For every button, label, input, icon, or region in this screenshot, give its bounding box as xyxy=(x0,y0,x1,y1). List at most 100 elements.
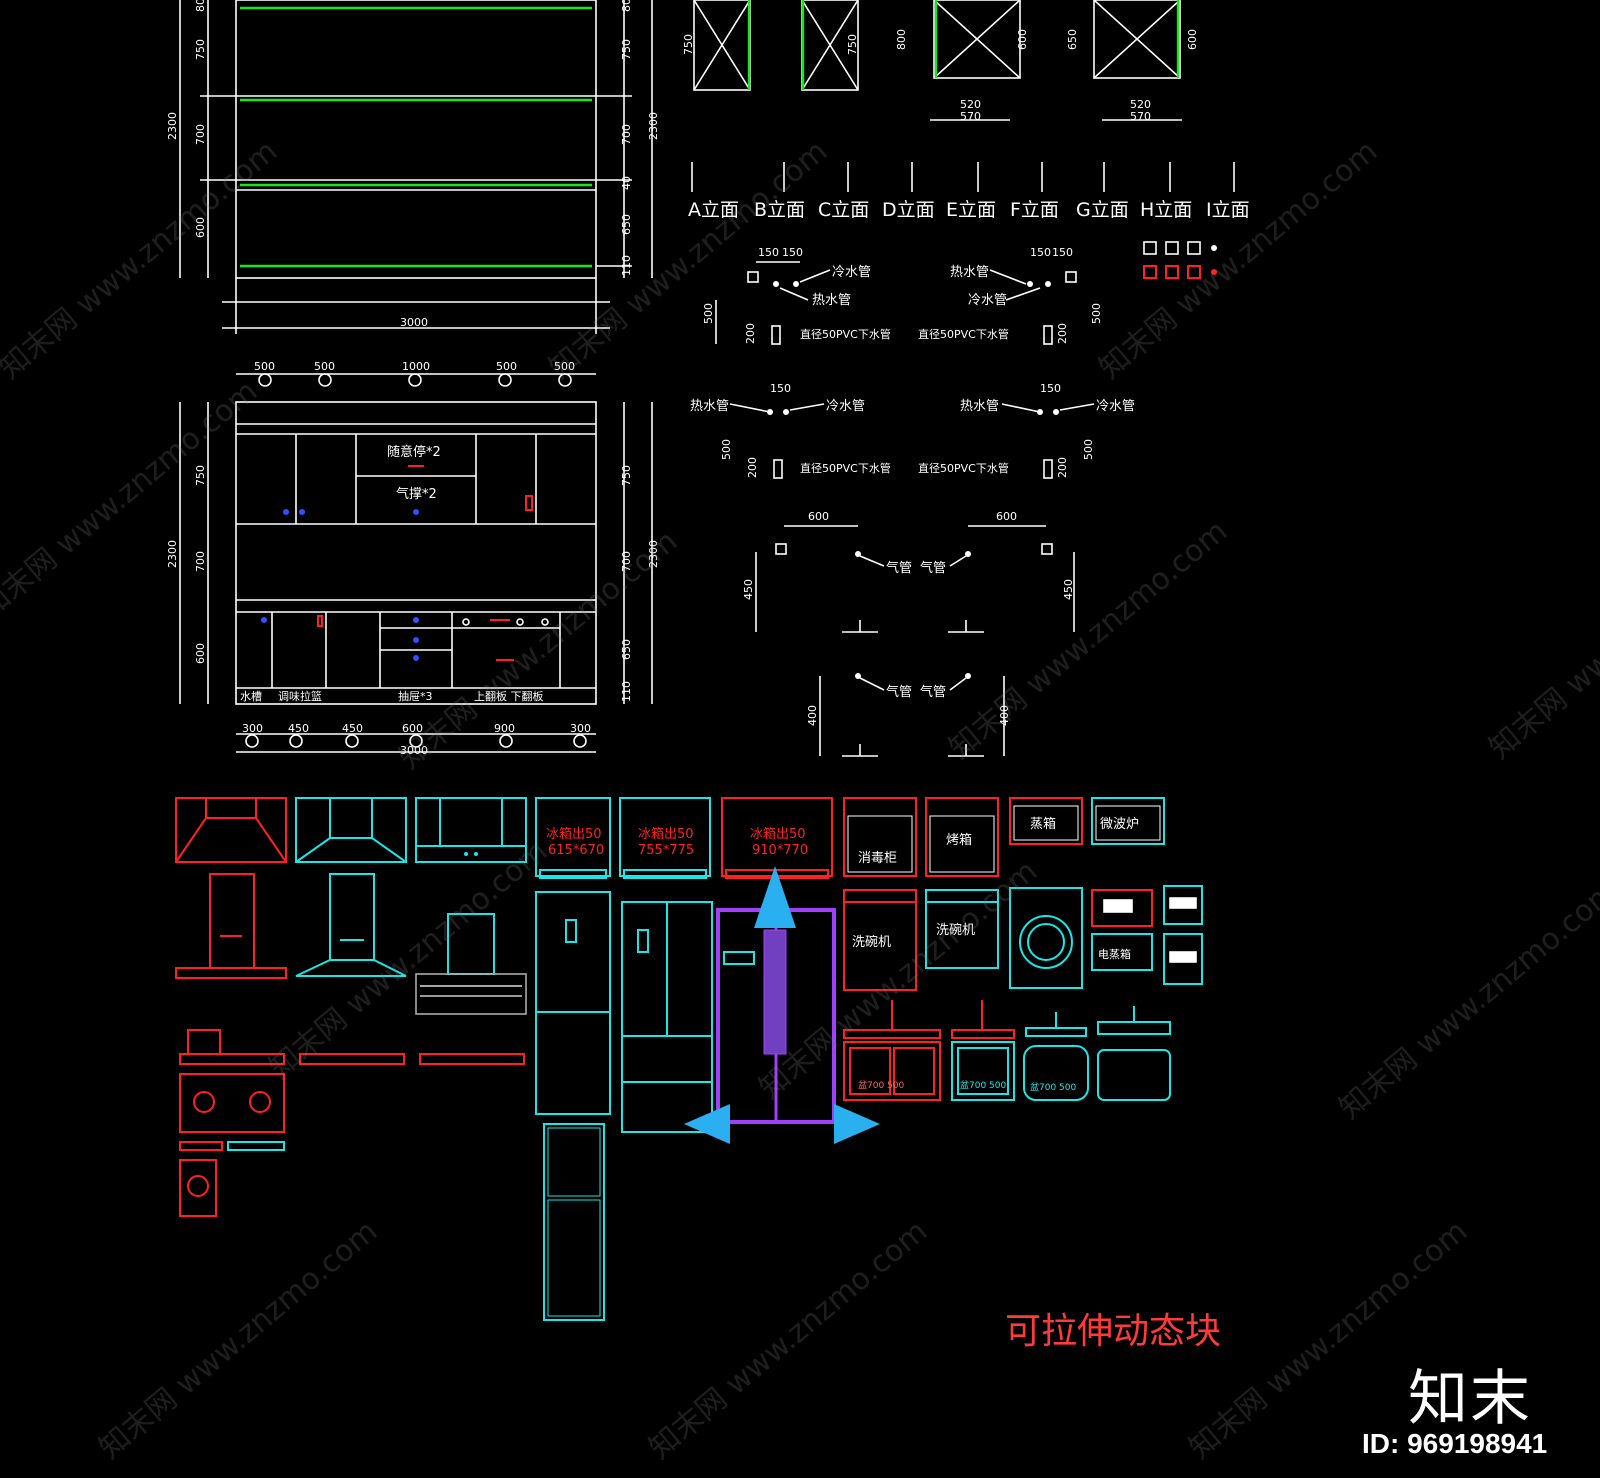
range-hood-plan-cyan xyxy=(295,797,407,863)
sink-size-label-3: 盆700 500 xyxy=(1030,1081,1076,1093)
pipe-dim-150b: 150 xyxy=(782,246,803,259)
washing-machine xyxy=(1009,887,1083,989)
fridge-size-label-2: 755*775 xyxy=(638,843,694,858)
sink-cyan-round: 盆700 500 xyxy=(1023,1012,1089,1101)
stretch-arrow-right-icon[interactable] xyxy=(834,1104,880,1144)
gas-dim-600a: 600 xyxy=(808,510,829,523)
fridge-size-label-1: 615*670 xyxy=(548,843,604,858)
watermark-3: 知末网 www.znzmo.com xyxy=(1093,134,1384,386)
mid-bottom-dim-4: 600 xyxy=(402,722,423,735)
mid-right-dim-2: 700 xyxy=(620,551,633,572)
disinfect-label: 消毒柜 xyxy=(858,851,897,866)
socket-icon xyxy=(1143,241,1157,255)
pipe-dim-150a: 150 xyxy=(758,246,779,259)
stretch-arrow-up-icon[interactable] xyxy=(754,866,796,928)
pipe-drain-3: 直径50PVC下水管 xyxy=(800,461,891,475)
pipe-dim-500b: 500 xyxy=(1090,303,1103,324)
pipe-hot-4: 热水管 xyxy=(960,399,999,414)
elevation-label-h: H立面 xyxy=(1140,199,1192,221)
watermark-9: 知末网 www.znzmo.com xyxy=(753,854,1044,1106)
elevation-label-g: G立面 xyxy=(1076,199,1129,221)
watermark-7: 知末网 www.znzmo.com xyxy=(1483,514,1600,766)
mid-right-dim-4: 110 xyxy=(620,681,633,702)
sink-cyan-basin xyxy=(1097,1006,1171,1101)
watermark-6: 知末网 www.znzmo.com xyxy=(943,514,1234,766)
refrigerator-french xyxy=(621,901,713,1133)
small-dim-4: 600 xyxy=(1016,29,1029,50)
mid-top-dim-1: 500 xyxy=(254,360,275,373)
sink-red-double: 盆700 500 xyxy=(843,1000,941,1101)
mid-label-flap: 上翻板 下翻板 xyxy=(474,689,544,703)
mid-label-gas-strut: 气撑*2 xyxy=(396,486,437,502)
stretch-arrow-left-icon[interactable] xyxy=(684,1104,730,1144)
top-total-height-left: 2300 xyxy=(166,112,179,140)
dishwasher-label-2: 洗碗机 xyxy=(936,922,975,938)
gas-label-2: 气管 xyxy=(920,560,946,576)
fridge-out-label-3: 冰箱出50 xyxy=(750,826,806,842)
socket-red-icon xyxy=(1143,265,1157,279)
steamer2-label: 电蒸箱 xyxy=(1098,947,1131,961)
steamer: 蒸箱 xyxy=(1009,797,1083,845)
mid-bottom-dim-6: 300 xyxy=(570,722,591,735)
mid-total-width: 3000 xyxy=(400,744,428,757)
mid-left-dim-3: 600 xyxy=(194,643,207,664)
sink-size-label-2: 盆700 500 xyxy=(960,1079,1006,1091)
pipe-dim-200c: 200 xyxy=(746,457,759,478)
top-right-dim-1: 750 xyxy=(620,39,633,60)
mid-label-drawers: 抽屉*3 xyxy=(398,689,433,703)
top-left-dim-2: 700 xyxy=(194,124,207,145)
pipe-dim-200b: 200 xyxy=(1056,323,1069,344)
pipe-dim-150f: 150 xyxy=(1040,382,1061,395)
image-id: ID: 969198941 xyxy=(1362,1428,1548,1459)
refrigerator-single xyxy=(535,891,611,1115)
small-appliances: 电蒸箱 xyxy=(1091,885,1203,985)
pipe-dim-500a: 500 xyxy=(702,303,715,324)
small-dim-3: 800 xyxy=(895,29,908,50)
gas-dim-400a: 400 xyxy=(806,705,819,726)
pipe-cold-4: 冷水管 xyxy=(1096,399,1135,414)
pipe-diagram-2: 热水管 冷水管 150 500 200 直径50PVC下水管 直径50PVC下水… xyxy=(690,382,1135,479)
mid-top-dim-5: 500 xyxy=(554,360,575,373)
range-hood-elev-cyan xyxy=(295,873,407,977)
fridge-size-label-3: 910*770 xyxy=(752,843,808,858)
sink-size-label-1: 盆700 500 xyxy=(858,1079,904,1091)
top-elevation: 750 700 600 2300 750 700 40 650 110 2300… xyxy=(166,0,660,334)
mid-bottom-dim-5: 900 xyxy=(494,722,515,735)
socket-red-icon xyxy=(1187,265,1201,279)
watermark-11: 知末网 www.znzmo.com xyxy=(93,1214,384,1466)
elevation-label-row: A立面 B立面 C立面 D立面 E立面 F立面 G立面 H立面 I立面 xyxy=(688,162,1250,221)
sink-cyan-single: 盆700 500 xyxy=(951,1000,1015,1101)
elevation-label-i: I立面 xyxy=(1206,199,1250,221)
pipe-dim-500c: 500 xyxy=(720,439,733,460)
mid-total-height-left: 2300 xyxy=(166,540,179,568)
cooktops xyxy=(179,1029,525,1217)
mid-top-dim-2: 500 xyxy=(314,360,335,373)
watermark-12: 知末网 www.znzmo.com xyxy=(643,1214,934,1466)
top-small-dim-right: 800 xyxy=(620,0,633,12)
range-hood-elev-slant xyxy=(415,913,527,1015)
mid-bottom-dim-1: 300 xyxy=(242,722,263,735)
gas-dim-450a: 450 xyxy=(742,579,755,600)
mid-top-dim-4: 500 xyxy=(496,360,517,373)
dishwasher-red: 洗碗机 xyxy=(843,889,917,991)
fridge-plan-1: 冰箱出50 615*670 xyxy=(535,797,611,879)
gas-dim-600b: 600 xyxy=(996,510,1017,523)
gas-diagram-2: 400 气管 气管 400 xyxy=(806,673,1011,757)
appliance-library: 冰箱出50 615*670 冰箱出50 755*775 冰箱出50 910*77… xyxy=(175,797,1203,1321)
top-small-dim-left: 800 xyxy=(194,0,207,12)
dishwasher-cyan: 洗碗机 xyxy=(925,889,999,969)
microwave: 微波炉 xyxy=(1091,797,1165,845)
wine-fridge xyxy=(543,1123,605,1321)
pipe-cold-3: 冷水管 xyxy=(826,399,865,414)
steamer-label: 蒸箱 xyxy=(1030,816,1056,832)
fridge-out-label-2: 冰箱出50 xyxy=(638,826,694,842)
watermark-4: 知末网 www.znzmo.com xyxy=(0,374,264,626)
small-width-3: 520 xyxy=(1130,98,1151,111)
small-dim-1: 750 xyxy=(682,34,695,55)
small-dim-6: 600 xyxy=(1186,29,1199,50)
pipe-dim-500d: 500 xyxy=(1082,439,1095,460)
pipe-dim-200d: 200 xyxy=(1056,457,1069,478)
mid-left-dim-1: 750 xyxy=(194,465,207,486)
top-right-dim-3: 40 xyxy=(620,176,633,190)
